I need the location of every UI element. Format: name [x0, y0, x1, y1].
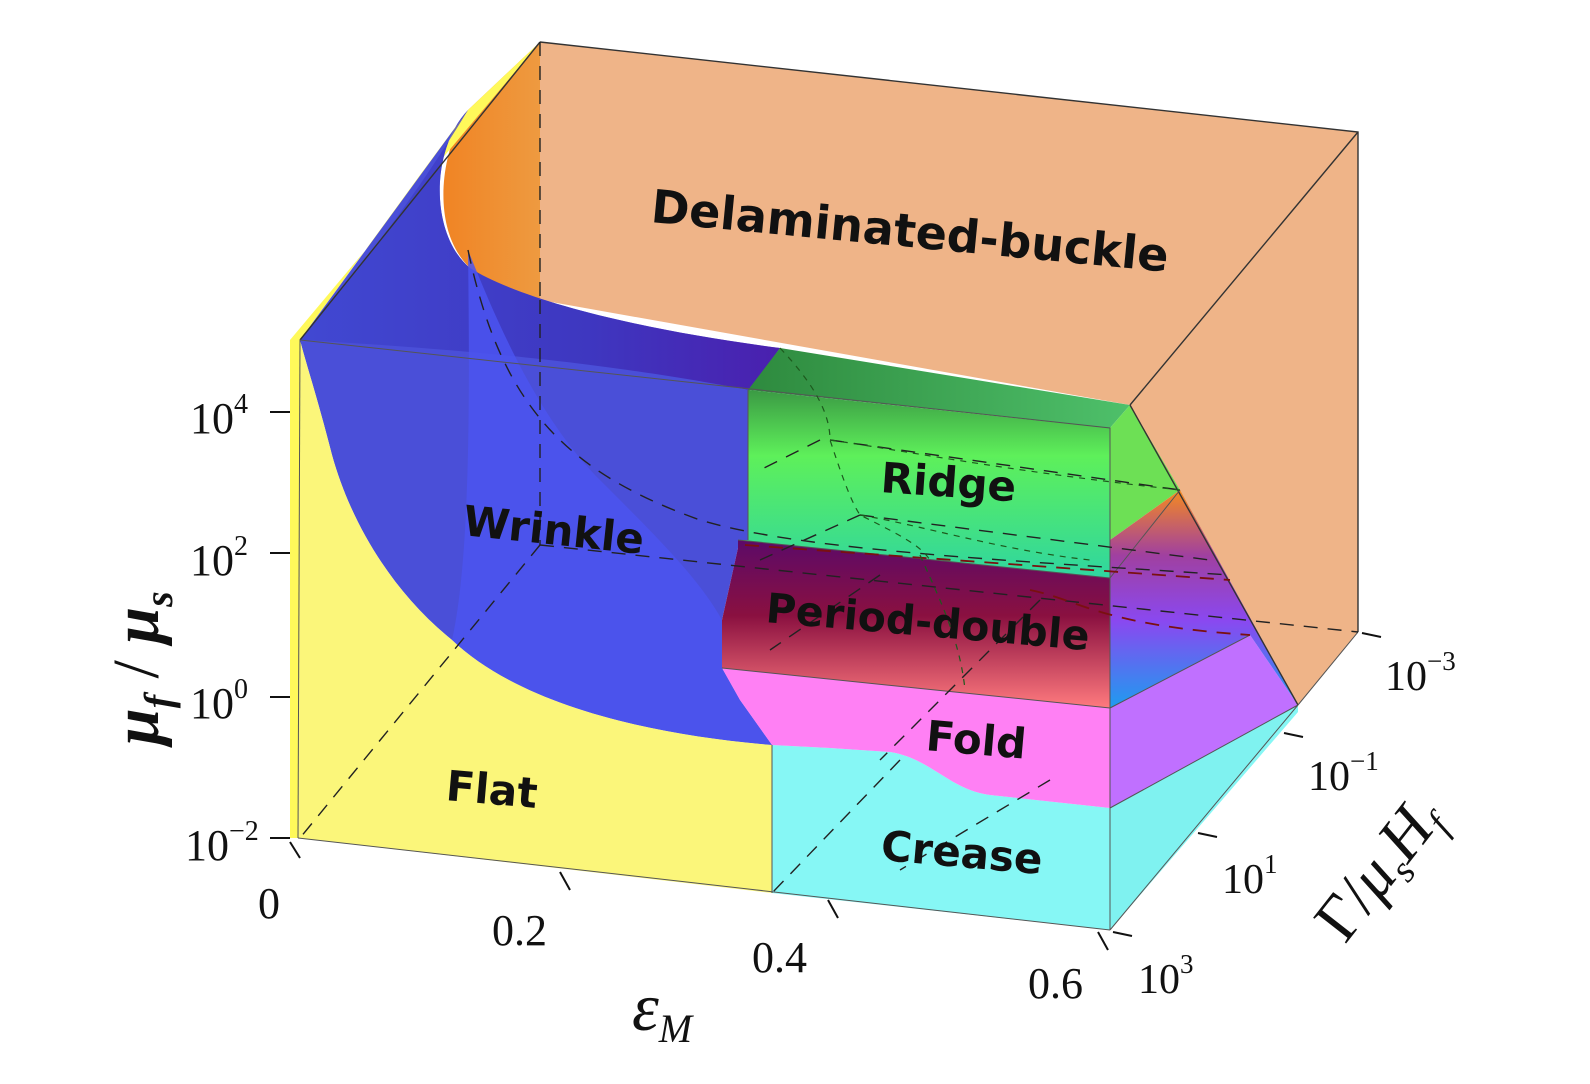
z-tick-1e-1: 10−1: [1308, 746, 1379, 800]
z-tick-1e-3: 10−3: [1385, 646, 1456, 700]
y-axis-title: μf / μs: [100, 591, 181, 748]
fold-side-face: [1110, 635, 1298, 808]
y-tick-1e2: 102: [190, 531, 248, 585]
x-axis: 0 0.2 0.4 0.6 εM: [258, 841, 1109, 1051]
y-axis: 10−2 100 102 104 μf / μs: [100, 389, 290, 870]
y-tick-1e-2: 10−2: [185, 816, 259, 870]
y-tick-1e4: 104: [190, 389, 248, 443]
wrinkle-front-face: [452, 250, 772, 745]
label-ridge: Ridge: [879, 453, 1017, 511]
x-tick-0-2: 0.2: [492, 906, 547, 955]
z-tick-1e3: 103: [1138, 949, 1194, 1003]
z-tick-1e1: 101: [1222, 849, 1278, 903]
ridge-top-face: [748, 348, 1130, 428]
flat-region: [298, 340, 772, 893]
delaminated-back-wall: [540, 42, 1358, 632]
label-fold: Fold: [924, 711, 1028, 769]
period-double-region: [722, 540, 1110, 708]
x-tick-0: 0: [258, 879, 280, 928]
side-strip: [1110, 490, 1298, 708]
label-flat: Flat: [444, 761, 539, 818]
y-tick-1e0: 100: [190, 674, 248, 728]
ridge-region: [738, 390, 1110, 578]
hidden-edges: [299, 42, 1359, 894]
delaminated-curved-face: [443, 42, 540, 300]
crease-region: [772, 745, 1110, 930]
wrinkle-top-band: [300, 110, 780, 390]
ridge-side-face: [1110, 405, 1180, 540]
delaminated-side-face: [1130, 132, 1358, 705]
x-tick-0-6: 0.6: [1028, 959, 1083, 1008]
z-axis-title: Γ/μsHf: [1300, 782, 1462, 958]
box-edges: [297, 41, 1359, 931]
x-axis-title: εM: [632, 969, 695, 1051]
x-tick-0-4: 0.4: [752, 933, 807, 982]
fold-region: [722, 668, 1110, 808]
